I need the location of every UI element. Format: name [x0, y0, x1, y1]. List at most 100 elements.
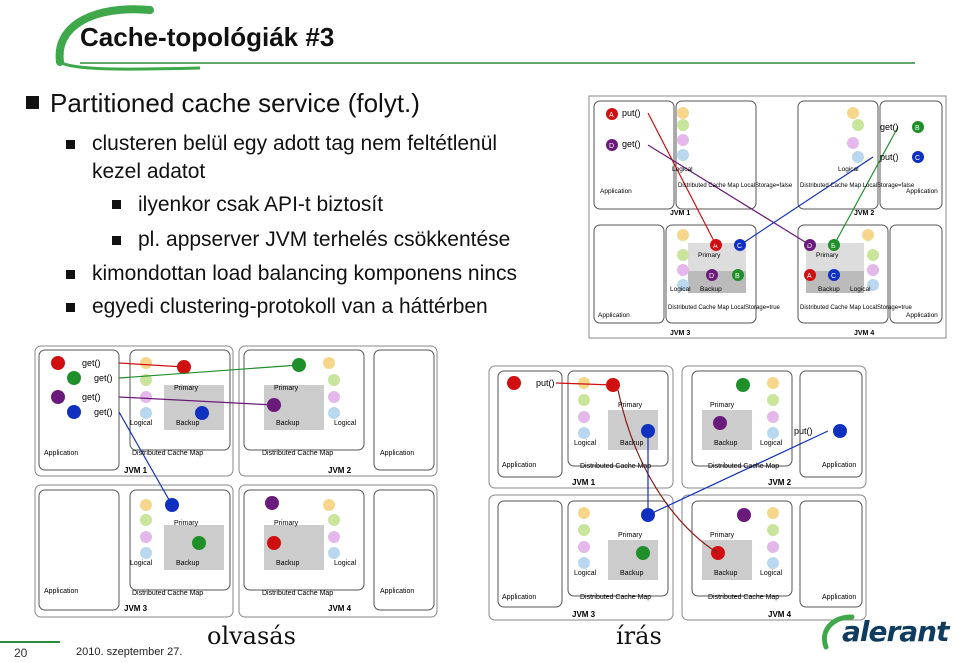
bullet-level2: ilyenkor csak API-t biztosít [138, 193, 384, 216]
svg-text:A: A [609, 112, 614, 119]
svg-text:B: B [831, 243, 836, 250]
svg-text:C: C [915, 155, 920, 162]
bullet-level1-continuation: kezel adatot [92, 160, 206, 183]
logical-label: Logical [760, 440, 783, 447]
logical-label: Logical [850, 286, 871, 293]
application-label: Application [44, 450, 78, 457]
backup-label: Backup [176, 420, 199, 427]
logical-label: Logical [334, 560, 357, 567]
map-label: Distributed Cache Map LocalStorage=false [678, 183, 793, 189]
map-label: Distributed Cache Map [132, 590, 203, 597]
primary-label: Primary [174, 385, 199, 392]
put-label: put() [794, 426, 813, 436]
get-label: get() [94, 373, 113, 383]
application-label: Application [822, 462, 856, 469]
application-label: Application [44, 588, 78, 595]
bullet-level1: egyedi clustering-protokoll van a háttér… [92, 295, 488, 318]
jvm-label: JVM 2 [854, 210, 874, 217]
map-label: Distributed Cache Map [580, 594, 651, 601]
title-swoosh-decoration [55, 5, 915, 71]
svg-text:C: C [831, 273, 836, 280]
primary-label: Primary [710, 532, 735, 539]
application-label: Application [380, 588, 414, 595]
jvm-label: JVM 4 [768, 610, 792, 619]
bullet-level0: Partitioned cache service (folyt.) [50, 88, 420, 118]
primary-label: Primary [618, 402, 643, 409]
logical-label: Logical [672, 166, 693, 173]
bullet-marker [66, 270, 75, 279]
put-label: put() [622, 108, 641, 118]
svg-text:A: A [713, 243, 718, 250]
logical-label: Logical [334, 420, 357, 427]
svg-text:A: A [807, 273, 812, 280]
svg-text:D: D [709, 273, 714, 280]
backup-label: Backup [620, 440, 643, 447]
svg-text:D: D [807, 243, 812, 250]
primary-label: Primary [174, 520, 199, 527]
svg-text:B: B [915, 125, 920, 132]
bullet-marker [112, 236, 121, 245]
map-label: Distributed Cache Map [708, 594, 779, 601]
jvm-label: JVM 1 [670, 210, 690, 217]
logical-label: Logical [670, 286, 691, 293]
backup-label: Backup [714, 440, 737, 447]
backup-label: Backup [714, 570, 737, 577]
get-label: get() [82, 392, 101, 402]
get-label: get() [880, 122, 899, 132]
logical-label: Logical [130, 420, 153, 427]
jvm-label: JVM 2 [328, 466, 352, 475]
application-label: Application [822, 594, 856, 601]
primary-label: Primary [274, 520, 299, 527]
jvm-label: JVM 1 [572, 478, 596, 487]
caption-read: olvasás [207, 622, 296, 650]
svg-text:D: D [609, 143, 614, 150]
logical-label: Logical [838, 166, 859, 173]
primary-label: Primary [274, 385, 299, 392]
svg-text:C: C [737, 243, 742, 250]
map-label: Distributed Cache Map [132, 450, 203, 457]
backup-label: Backup [700, 286, 722, 293]
get-label: get() [622, 139, 641, 149]
alerant-logo-text: alerant [842, 615, 950, 648]
map-label: Distributed Cache Map [708, 463, 779, 470]
logical-label: Logical [574, 570, 597, 577]
backup-label: Backup [176, 560, 199, 567]
diagram-read: get() get() get() get() Primary Primary … [34, 345, 438, 618]
jvm-label: JVM 4 [854, 330, 874, 337]
diagram-partitioned-localstorage: A D A C D B D B A C B C put() get() get(… [588, 95, 947, 339]
bullet-marker [66, 303, 75, 312]
backup-label: Backup [818, 286, 840, 293]
primary-label: Primary [710, 402, 735, 409]
map-label: Distributed Cache Map LocalStorage=true [800, 305, 913, 311]
jvm-label: JVM 4 [328, 604, 352, 613]
bullet-level1: kimondottan load balancing komponens nin… [92, 262, 517, 285]
bullet-marker [112, 200, 121, 209]
application-label: Application [380, 450, 414, 457]
alerant-logo-mark [822, 614, 855, 650]
application-label: Application [598, 312, 630, 319]
map-label: Distributed Cache Map LocalStorage=false [800, 183, 915, 189]
jvm-label: JVM 2 [768, 478, 792, 487]
get-label: get() [82, 358, 101, 368]
page-number: 20 [14, 646, 28, 660]
jvm-label: JVM 3 [124, 604, 148, 613]
diagram-write: put() put() Primary Primary Primary Prim… [488, 365, 867, 621]
jvm-label: JVM 3 [670, 330, 690, 337]
bullet-level1: clusteren belül egy adott tag nem feltét… [92, 132, 498, 155]
logical-label: Logical [130, 560, 153, 567]
footer-date: 2010. szeptember 27. [76, 646, 183, 658]
map-label: Distributed Cache Map [580, 463, 651, 470]
bullet-marker [26, 96, 39, 109]
put-label: put() [536, 378, 555, 388]
jvm-label: JVM 3 [572, 610, 596, 619]
svg-text:B: B [735, 273, 740, 280]
bullet-level2: pl. appserver JVM terhelés csökkentése [138, 228, 511, 251]
caption-write: írás [616, 622, 662, 650]
logical-label: Logical [760, 570, 783, 577]
application-label: Application [502, 462, 536, 469]
map-label: Distributed Cache Map [262, 450, 333, 457]
application-label: Application [600, 188, 632, 195]
primary-label: Primary [698, 252, 721, 259]
get-label: get() [94, 407, 113, 417]
map-label: Distributed Cache Map LocalStorage=true [668, 305, 781, 311]
